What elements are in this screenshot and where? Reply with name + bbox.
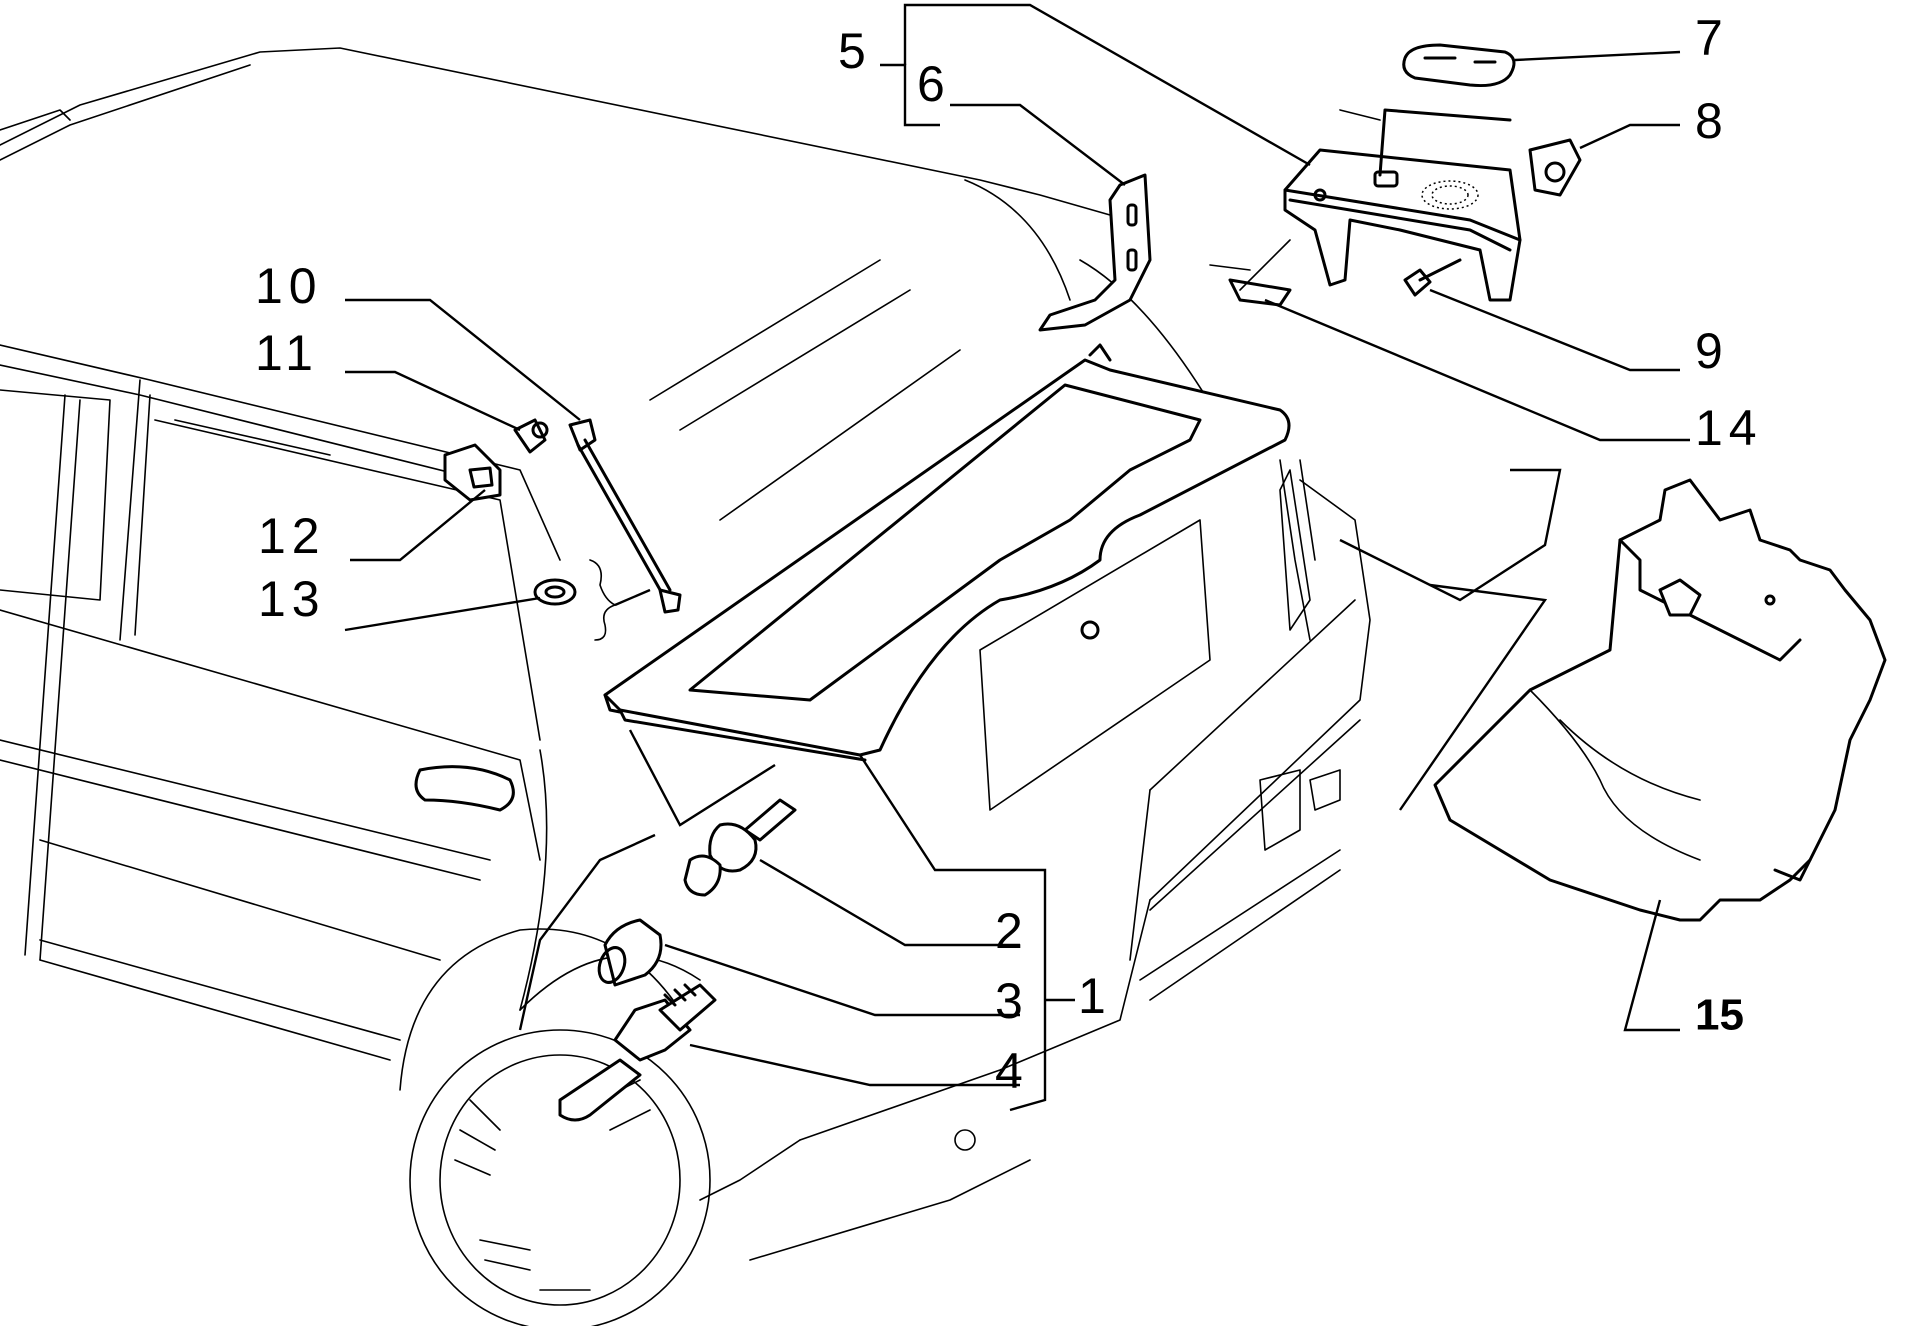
callout-9: 9 [1695, 323, 1729, 379]
callout-5: 5 [838, 23, 872, 79]
callout-10: 10 [255, 258, 323, 314]
parcel-shelf [603, 343, 1291, 762]
callout-13: 13 [258, 571, 326, 627]
speaker-housing-5 [1209, 108, 1522, 307]
speaker-grille [1421, 180, 1479, 210]
callout-8: 8 [1695, 93, 1729, 149]
callout-7: 7 [1695, 10, 1729, 66]
pivot-4 [558, 983, 717, 1122]
clip-7 [1402, 43, 1516, 87]
pin-11 [513, 418, 549, 454]
callout-11: 11 [255, 325, 319, 381]
callout-2: 2 [995, 903, 1029, 959]
brace-13 [589, 559, 616, 641]
callout-1: 1 [1078, 968, 1112, 1024]
gas-strut-10 [568, 418, 682, 614]
callout-14: 14 [1695, 400, 1763, 456]
bracket-6 [1038, 173, 1152, 332]
callout-12: 12 [258, 508, 326, 564]
car-body-outline [0, 47, 1371, 1326]
bushing-3 [597, 918, 663, 987]
leader-lines [344, 3, 1690, 1112]
grommet-8 [1528, 138, 1582, 197]
trunk-liner-15 [1433, 478, 1887, 922]
washer-13 [533, 578, 577, 606]
screw-9 [1403, 258, 1462, 297]
callout-6: 6 [917, 56, 951, 112]
pivot-pin-2 [683, 798, 797, 897]
callout-3: 3 [995, 973, 1029, 1029]
callout-4: 4 [995, 1043, 1029, 1099]
callout-labels: 1 2 3 4 5 6 7 8 9 10 11 12 13 14 15 [255, 10, 1763, 1099]
bracket-12 [443, 443, 502, 502]
callout-15: 15 [1695, 991, 1744, 1040]
